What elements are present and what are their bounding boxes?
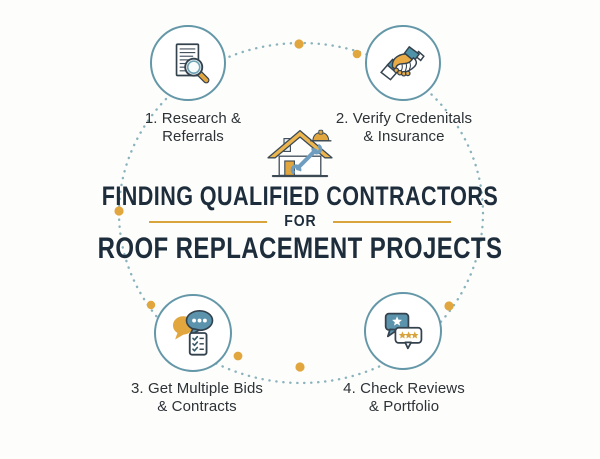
step-2-label-line2: & Insurance [363, 128, 445, 146]
step-4-label: 4. Check Reviews & Portfolio [292, 380, 516, 417]
step-3-label: 3. Get Multiple Bids & Contracts [85, 380, 309, 417]
title-line-1: FINDING QUALIFIED CONTRACTORS [101, 181, 499, 211]
document-magnifier-icon [175, 43, 210, 84]
hard-hat-glyph [310, 129, 332, 142]
step-1-label-line1: 1. Research & [144, 110, 242, 127]
step-2-label-line1: 2. Verify Credenitals [335, 110, 473, 127]
step-4-circle [364, 292, 442, 370]
roof-repair-house-icon [267, 129, 333, 178]
step-2-circle [365, 25, 441, 101]
review-stars-icon [384, 312, 423, 350]
step-3-circle [154, 294, 232, 372]
step-1-circle [150, 25, 226, 101]
gold-waypoint-dots [114, 39, 454, 372]
step-2-label: 2. Verify Credenitals & Insurance [292, 110, 516, 147]
step-4-label-line2: & Portfolio [368, 398, 440, 416]
step-3-label-line2: & Contracts [157, 398, 237, 416]
bids-chat-checklist-icon [172, 309, 214, 356]
title-block: FINDING QUALIFIED CONTRACTORS FOR ROOF R… [0, 181, 600, 265]
handshake-icon [380, 45, 425, 81]
title-connector: FOR [283, 213, 317, 230]
title-divider-row: FOR [0, 213, 600, 230]
step-4-label-line1: 4. Check Reviews [343, 380, 465, 397]
right-gold-divider [333, 221, 452, 223]
step-1-label-line2: Referrals [162, 128, 224, 146]
step-3-label-line1: 3. Get Multiple Bids [130, 380, 264, 397]
left-gold-divider [148, 221, 267, 223]
step-1-label: 1. Research & Referrals [81, 110, 305, 147]
title-line-2: ROOF REPLACEMENT PROJECTS [97, 232, 503, 265]
